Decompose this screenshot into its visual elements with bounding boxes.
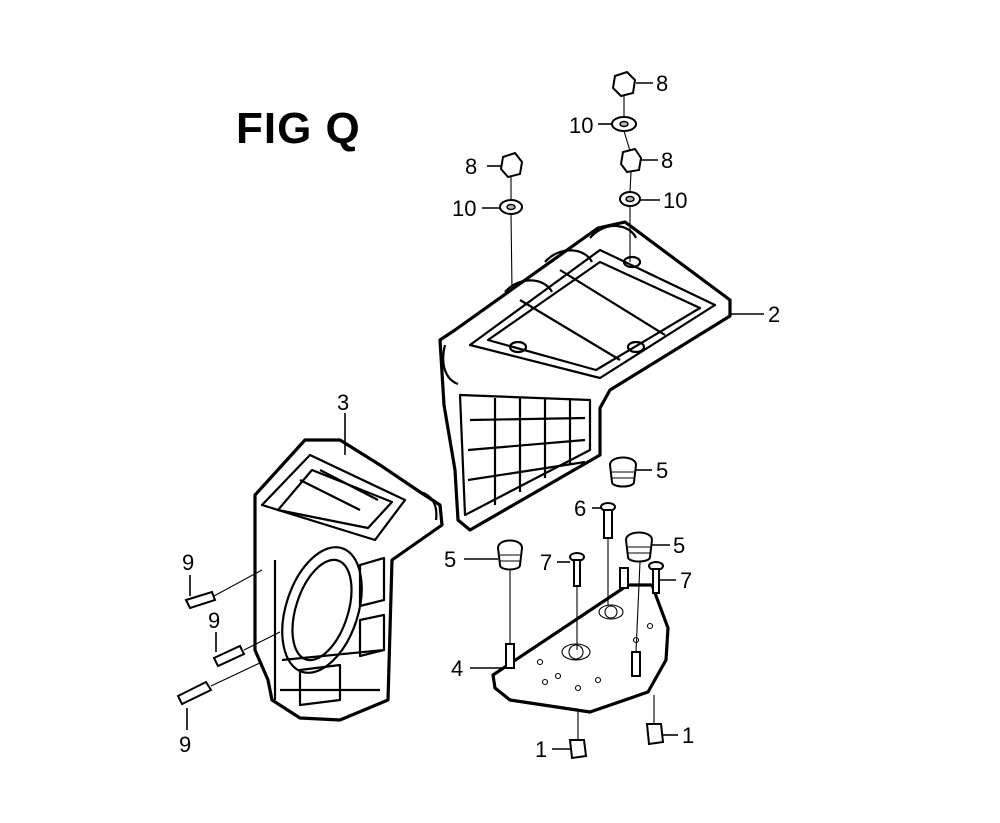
washer-10-right-icon — [619, 191, 641, 207]
callout-6: 6 — [574, 496, 586, 521]
stud-plate-right-icon — [631, 651, 641, 677]
stud-9-lower-icon — [176, 680, 213, 706]
stud-4-icon — [505, 643, 515, 669]
rubber-mount-5-upper-icon — [608, 456, 638, 488]
callout-9-middle: 9 — [208, 608, 220, 633]
callout-2: 2 — [768, 302, 780, 327]
nut-1-left-icon — [568, 739, 588, 760]
callout-1-right: 1 — [682, 723, 694, 748]
callout-9-lower: 9 — [179, 732, 191, 757]
callout-5-upper: 5 — [656, 458, 668, 483]
callout-10-left: 10 — [452, 196, 476, 221]
callout-8-right: 8 — [661, 148, 673, 173]
part-2-upper-frame — [438, 220, 732, 532]
callout-4: 4 — [451, 656, 463, 681]
nut-1-right-icon — [645, 723, 665, 746]
callout-7-left: 7 — [540, 550, 552, 575]
callout-8-left: 8 — [465, 154, 477, 179]
washer-10-top-icon — [611, 116, 637, 132]
stud-plate-center-icon — [619, 567, 629, 589]
callout-7-right: 7 — [680, 568, 692, 593]
callout-8-top: 8 — [656, 71, 668, 96]
callout-5-right: 5 — [673, 533, 685, 558]
bolt-6-icon — [600, 502, 616, 539]
screw-7-right-icon — [648, 561, 664, 594]
callout-1-left: 1 — [535, 737, 547, 762]
nut-8-top-icon — [611, 70, 637, 98]
callout-10-top: 10 — [569, 113, 593, 138]
rubber-mount-5-right-icon — [624, 531, 654, 563]
callout-labels: 8 10 8 8 10 10 2 3 5 6 5 5 7 7 9 9 9 4 1… — [179, 71, 780, 762]
nut-8-left-icon — [499, 151, 524, 179]
assembly-lines — [210, 96, 655, 740]
washer-10-left-icon — [499, 199, 523, 215]
stud-9-upper-icon — [184, 590, 217, 610]
rubber-mount-5-left-icon — [496, 539, 524, 571]
callout-9-upper: 9 — [182, 550, 194, 575]
figure-title: FIG Q — [236, 104, 361, 153]
nut-8-right-icon — [619, 147, 643, 174]
callout-3: 3 — [337, 390, 349, 415]
part-4-base-plate — [491, 583, 670, 714]
screw-7-left-icon — [569, 552, 585, 587]
callout-leaders — [186, 82, 764, 750]
callout-5-left: 5 — [444, 547, 456, 572]
callout-10-right: 10 — [663, 188, 687, 213]
stud-9-middle-icon — [212, 644, 246, 668]
part-3-mount-bracket — [253, 438, 444, 722]
